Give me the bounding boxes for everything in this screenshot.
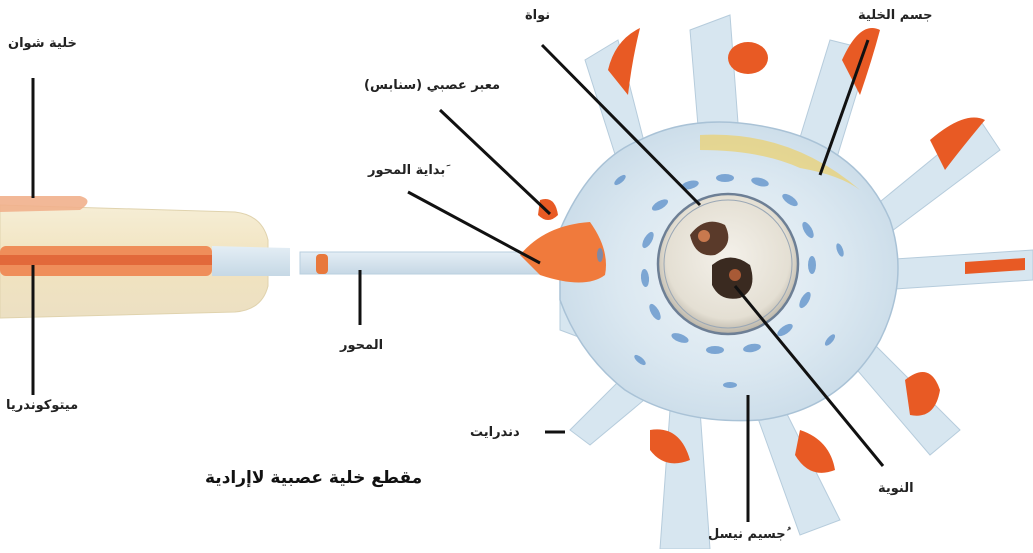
nucleus — [658, 194, 798, 334]
label-cell-body: جسم الخلية — [858, 8, 933, 23]
label-nucleus: نواة — [525, 8, 550, 23]
leader-synapse — [440, 110, 550, 214]
label-axon-hillock: َبداية المحور — [368, 163, 445, 178]
myelin-sheath — [0, 196, 290, 318]
label-nissl-body: ُجسيم نيسل — [708, 527, 786, 542]
label-dendrite: دندرايت — [470, 425, 520, 440]
schwann-cell-nucleus — [0, 196, 88, 212]
node-of-ranvier — [316, 254, 328, 274]
axon-segment — [300, 252, 540, 274]
label-mitochondria: ميتوكوندريا — [6, 398, 78, 413]
label-synapse: معبر عصبي (سنابس) — [364, 78, 500, 93]
label-nucleolus: النوية — [878, 481, 914, 496]
label-axon: المحور — [340, 338, 383, 353]
label-schwann-cell: خلية شوان — [8, 36, 77, 51]
diagram-title: مقطع خلية عصبية لاإرادية — [205, 468, 422, 488]
